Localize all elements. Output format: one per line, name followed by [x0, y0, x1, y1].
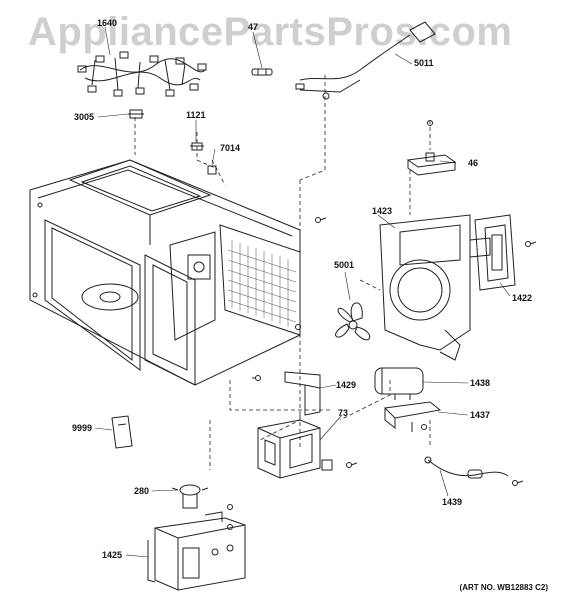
screws [227, 120, 537, 530]
callout-9999: 9999 [72, 423, 93, 433]
art-number: (ART NO. WB12883 C2) [459, 583, 548, 592]
bracket-1429 [284, 371, 321, 416]
callout-3005: 3005 [74, 112, 95, 122]
magnetron-1425 [147, 511, 246, 591]
leader-lines [94, 26, 511, 558]
transformer-73 [257, 419, 333, 479]
callout-5001: 5001 [334, 260, 355, 270]
callout-1640: 1640 [97, 18, 118, 28]
wire-1439 [424, 456, 509, 479]
callout-1121: 1121 [186, 110, 206, 120]
callout-1439: 1439 [442, 497, 463, 507]
switch-3005 [128, 109, 144, 119]
switch-1121 [190, 142, 204, 151]
callout-46: 46 [468, 158, 479, 168]
callout-7014: 7014 [220, 143, 241, 153]
label-9999 [111, 415, 133, 449]
callout-1422: 1422 [512, 293, 533, 303]
switch-7014 [207, 165, 217, 175]
callout-1425: 1425 [102, 550, 123, 560]
wire-harness-1640 [77, 51, 207, 97]
callout-5011: 5011 [414, 58, 434, 68]
callout-1437: 1437 [470, 410, 491, 420]
bracket-1437 [383, 401, 442, 432]
callout-280: 280 [134, 486, 150, 496]
power-cord-5011 [295, 21, 436, 100]
capacitor-1438 [374, 367, 424, 400]
fan-housing-1423 [379, 214, 491, 361]
fuse-47 [251, 68, 273, 76]
bracket-46 [406, 152, 457, 176]
thermal-cutout-280 [171, 484, 209, 509]
bracket-1422 [474, 214, 516, 291]
oven-cavity [29, 159, 301, 386]
callout-73: 73 [338, 408, 349, 418]
callout-47: 47 [248, 22, 259, 32]
callout-1438: 1438 [470, 378, 491, 388]
fan-blade-5001 [335, 302, 371, 341]
callout-1429: 1429 [336, 380, 357, 390]
callout-1423: 1423 [372, 206, 393, 216]
